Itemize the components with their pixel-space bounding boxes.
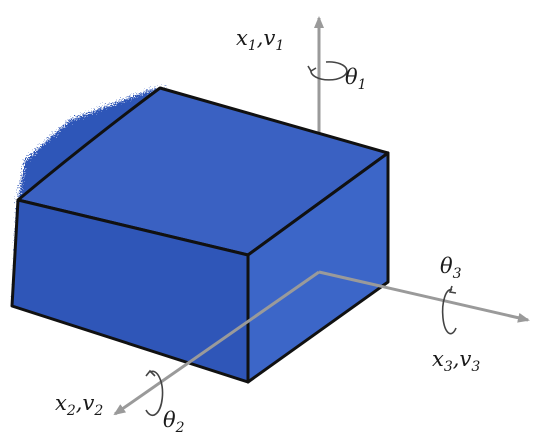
x3-v3-label: x3,v3 bbox=[432, 347, 480, 375]
x3-axis-line bbox=[318, 270, 530, 323]
theta3-label: θ3 bbox=[440, 254, 462, 282]
x2-v2-label: x2,v2 bbox=[55, 391, 103, 419]
theta1-rotation-arrow bbox=[307, 61, 348, 81]
theta1-label: θ1 bbox=[345, 65, 367, 93]
theta3-rotation-arrow bbox=[441, 285, 457, 335]
theta2-rotation-arrow bbox=[145, 369, 164, 417]
block bbox=[10, 86, 390, 384]
x2-axis-line bbox=[113, 270, 320, 416]
block-top-face bbox=[16, 86, 390, 257]
block-fringe bbox=[14, 88, 165, 300]
block-side-face bbox=[246, 151, 390, 384]
x1-v1-label: x1,v1 bbox=[236, 26, 284, 54]
theta2-label: θ2 bbox=[163, 408, 185, 436]
